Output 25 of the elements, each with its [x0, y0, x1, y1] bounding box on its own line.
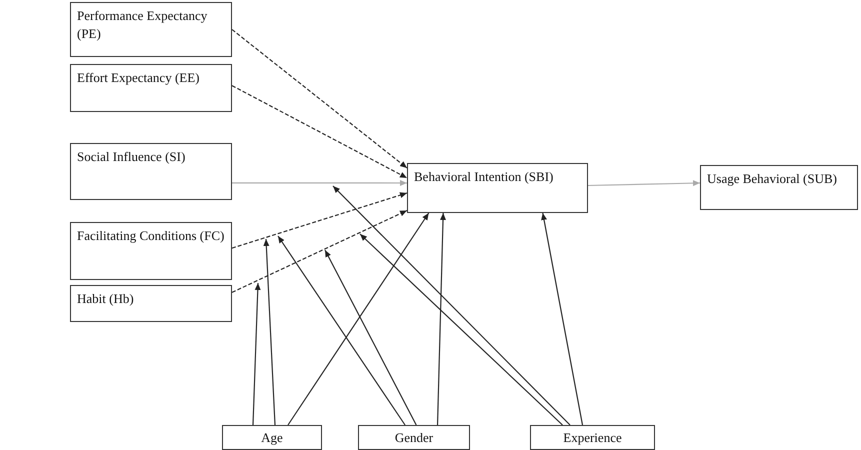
arrow [324, 250, 417, 426]
construct-box: Age [222, 425, 322, 450]
arrow [541, 212, 584, 426]
arrow [360, 234, 563, 426]
construct-box: Performance Expectancy (PE) [70, 2, 232, 57]
construct-box: Usage Behavioral (SUB) [700, 165, 858, 210]
arrow [288, 212, 430, 426]
arrow [232, 29, 408, 168]
arrow [332, 186, 570, 426]
construct-box: Behavioral Intention (SBI) [407, 163, 588, 213]
construct-box: Facilitating Conditions (FC) [70, 222, 232, 280]
construct-box: Experience [530, 425, 655, 450]
arrow [232, 210, 408, 293]
arrow [263, 238, 276, 426]
construct-box: Habit (Hb) [70, 285, 232, 322]
construct-box: Social Influence (SI) [70, 143, 232, 200]
construct-box: Effort Expectancy (EE) [70, 64, 232, 112]
arrow [252, 282, 261, 426]
construct-box: Gender [358, 425, 470, 450]
arrow [232, 192, 408, 249]
arrow [436, 212, 446, 426]
arrow [278, 236, 406, 426]
arrow [232, 85, 408, 178]
arrow [588, 180, 700, 186]
arrow [232, 180, 407, 186]
